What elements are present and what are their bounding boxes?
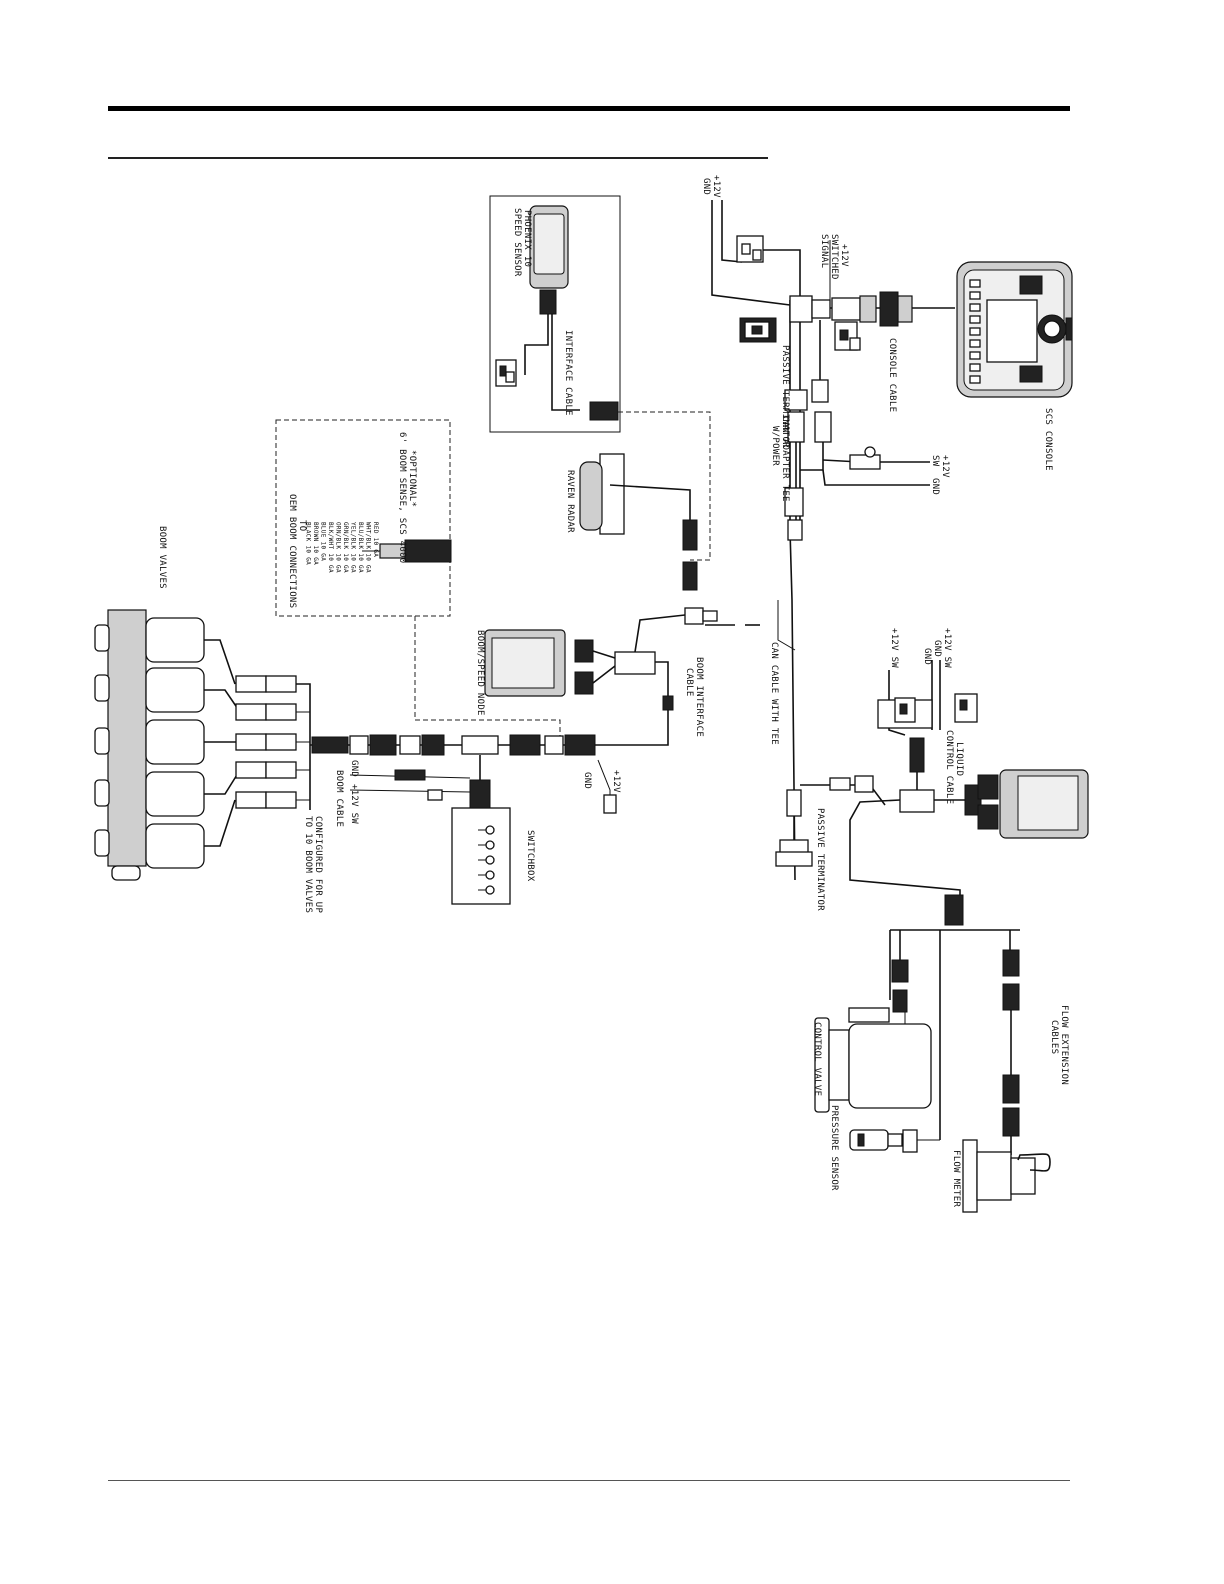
labels: +12V GND +12V SWITCHED SIGNAL PHOENIX 10… xyxy=(157,175,1069,1207)
label-boom-sense: 6' BOOM SENSE, SCS 4000 xyxy=(397,432,407,564)
console-icon xyxy=(956,261,1073,398)
flow-branch xyxy=(869,929,1020,1155)
flow-meter-icon xyxy=(962,1139,1051,1213)
label-12vsw-boomcable: +12V SW xyxy=(349,784,359,824)
can-adapter-tee xyxy=(784,389,930,541)
label-switchbox: SWITCHBOX xyxy=(525,830,535,882)
wire-legend-item: BROWN 10 GA xyxy=(312,522,319,565)
label-12v-top: +12V xyxy=(711,175,721,198)
label-gnd-liquid-2: GND xyxy=(922,648,932,665)
wire-legend-item: RED 10 GA xyxy=(372,522,379,557)
label-console-cable: CONSOLE CABLE xyxy=(887,338,897,412)
label-scs-console: SCS CONSOLE xyxy=(1043,408,1053,471)
label-flow-ext-2: CABLES xyxy=(1049,1020,1059,1054)
header-rule xyxy=(108,106,1070,111)
wire-legend-item: BLU/BLK 10 GA xyxy=(357,522,364,573)
label-to: TO xyxy=(297,520,307,531)
label-configured-2: TO 10 BOOM VALVES xyxy=(303,816,313,913)
liquid-control-node xyxy=(800,660,1089,926)
wire-legend-item: ORN/BLK 10 GA xyxy=(335,522,342,573)
wire-legend-item: GRN/BLK 10 GA xyxy=(342,522,349,573)
label-boom-cable: BOOM CABLE xyxy=(334,770,344,827)
node-icon xyxy=(484,607,718,746)
label-flow-ext-1: FLOW EXTENSION xyxy=(1059,1005,1069,1085)
label-control-valve: CONTROL VALVE xyxy=(812,1022,822,1096)
label-oem-boom: OEM BOOM CONNECTIONS xyxy=(287,494,297,608)
label-gnd-liquid: GND xyxy=(932,640,942,657)
label-boom-speed-node: BOOM/SPEED NODE xyxy=(475,630,485,716)
label-gnd-console: GND xyxy=(930,478,940,495)
label-boom-interface-1: BOOM INTERFACE xyxy=(694,657,704,737)
label-12v-boom: +12V xyxy=(611,770,621,793)
optional-boom-sense xyxy=(275,419,561,740)
label-pressure-sensor: PRESSURE SENSOR xyxy=(829,1105,839,1191)
label-passive-terminator-2: PASSIVE TERMINATOR xyxy=(815,808,825,911)
section-rule xyxy=(108,157,768,159)
wire-legend-item: YEL/BLK 10 GA xyxy=(350,522,357,573)
label-configured-1: CONFIGURED FOR UP xyxy=(313,816,323,913)
terminator-icon xyxy=(775,789,813,867)
boom-cable xyxy=(310,734,617,814)
passive-terminator-top xyxy=(739,317,777,343)
label-interface-cable: INTERFACE CABLE xyxy=(563,330,573,416)
label-boom-interface-2: CABLE xyxy=(684,668,694,697)
label-12v-sw-liquid: +12V SW xyxy=(889,628,899,668)
label-gnd-boom: GND xyxy=(582,772,592,789)
label-switched-1: +12V xyxy=(839,244,849,267)
wire-legend-item: BLACK 10 GA xyxy=(305,522,312,565)
label-switched-2: SWITCHED xyxy=(829,234,839,280)
label-can-cable-tee: CAN CABLE WITH TEE xyxy=(769,642,779,745)
label-phoenix-1: PHOENIX 10 xyxy=(522,210,532,267)
console-cable xyxy=(789,291,955,403)
label-12v-sw-liquid-2: +12V SW xyxy=(942,628,952,668)
label-12v-sw-console: +12V xyxy=(940,455,950,478)
label-phoenix-2: SPEED SENSOR xyxy=(512,208,522,277)
label-passive-terminator: PASSIVE TERMINATOR xyxy=(780,345,790,448)
phoenix-box xyxy=(489,195,621,433)
label-liquid-control-2: CONTROL CABLE xyxy=(944,730,954,804)
label-liquid-control-1: LIQUID xyxy=(954,742,964,776)
footer-rule xyxy=(108,1480,1070,1481)
power-leads xyxy=(711,200,880,309)
label-gnd-top: GND xyxy=(701,178,711,195)
control-valve-icon xyxy=(814,1007,932,1113)
label-can-adapter-2: W/POWER xyxy=(770,426,780,466)
label-sw-console: SW xyxy=(930,455,940,467)
pressure-sensor-icon xyxy=(849,1129,903,1151)
valve-icon xyxy=(94,609,311,881)
wire-legend-item: BLUE 10 GA xyxy=(320,522,327,561)
label-can-adapter-1: CAN ADAPTER TEE xyxy=(780,416,790,502)
wire-legend-item: BLK/WHT 10 GA xyxy=(327,522,334,573)
speed-sensor-icon xyxy=(529,205,569,315)
switchbox-icon xyxy=(451,779,511,905)
label-raven-radar: RAVEN RADAR xyxy=(565,470,575,533)
label-switched-3: SIGNAL xyxy=(819,234,829,268)
wire-legend-item: WHT/BLK 10 GA xyxy=(365,522,372,573)
radar-icon xyxy=(579,453,698,591)
label-flow-meter: FLOW METER xyxy=(951,1150,961,1207)
label-boom-valves: BOOM VALVES xyxy=(157,526,167,589)
label-optional: *OPTIONAL* xyxy=(407,450,417,507)
label-gnd-boomcable: GND xyxy=(349,760,359,777)
